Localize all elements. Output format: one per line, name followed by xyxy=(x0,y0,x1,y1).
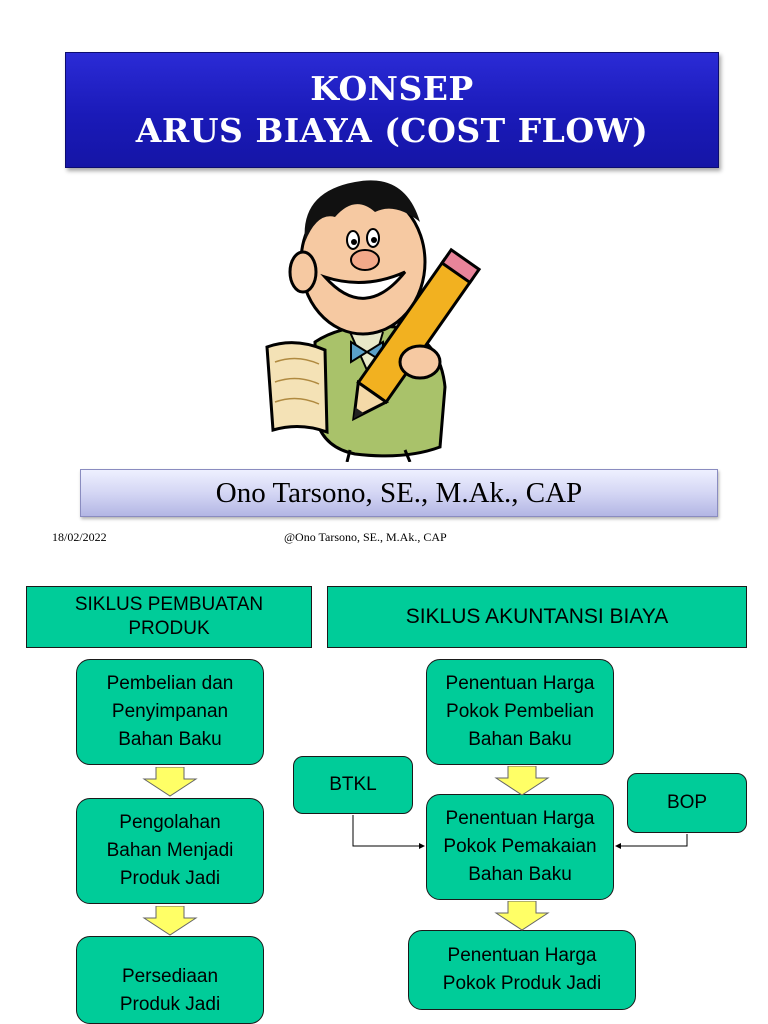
step-cost-raw-material-usage: Penentuan Harga Pokok Pemakaian Bahan Ba… xyxy=(426,794,614,900)
down-arrow-icon xyxy=(142,767,198,797)
step-cost-raw-material-purchase: Penentuan Harga Pokok Pembelian Bahan Ba… xyxy=(426,659,614,765)
title-banner: KONSEP ARUS BIAYA (COST FLOW) xyxy=(65,52,719,168)
cartoon-man-with-pencil-illustration xyxy=(265,180,482,462)
author-name: Ono Tarsono, SE., M.Ak., CAP xyxy=(215,476,583,509)
down-arrow-icon xyxy=(494,766,550,796)
title-slide: KONSEP ARUS BIAYA (COST FLOW) xyxy=(52,52,719,544)
left-column-header: SIKLUS PEMBUATAN PRODUK xyxy=(26,586,312,648)
down-arrow-icon xyxy=(494,901,550,931)
title-line-2: ARUS BIAYA (COST FLOW) xyxy=(135,111,649,150)
right-column-header: SIKLUS AKUNTANSI BIAYA xyxy=(327,586,747,648)
bop-box: BOP xyxy=(627,773,747,833)
author-banner: Ono Tarsono, SE., M.Ak., CAP xyxy=(80,469,718,517)
connector-lines xyxy=(352,815,688,849)
down-arrow-icon xyxy=(142,906,198,936)
title-line-1: KONSEP xyxy=(310,69,474,108)
btkl-connector xyxy=(352,815,425,849)
step-cost-finished-goods: Penentuan Harga Pokok Produk Jadi xyxy=(408,930,636,1010)
step-processing-to-finished-goods: Pengolahan Bahan Menjadi Produk Jadi xyxy=(76,798,264,904)
bop-connector xyxy=(615,834,688,849)
btkl-box: BTKL xyxy=(293,756,413,814)
step-purchase-storage-raw-material: Pembelian dan Penyimpanan Bahan Baku xyxy=(76,659,264,765)
cost-flow-diagram-slide: SIKLUS PEMBUATAN PRODUK SIKLUS AKUNTANSI… xyxy=(0,566,768,1024)
footer-credit: @Ono Tarsono, SE., M.Ak., CAP xyxy=(284,530,447,544)
footer-date: 18/02/2022 xyxy=(52,530,107,544)
step-finished-goods-inventory: Persediaan Produk Jadi xyxy=(76,936,264,1024)
